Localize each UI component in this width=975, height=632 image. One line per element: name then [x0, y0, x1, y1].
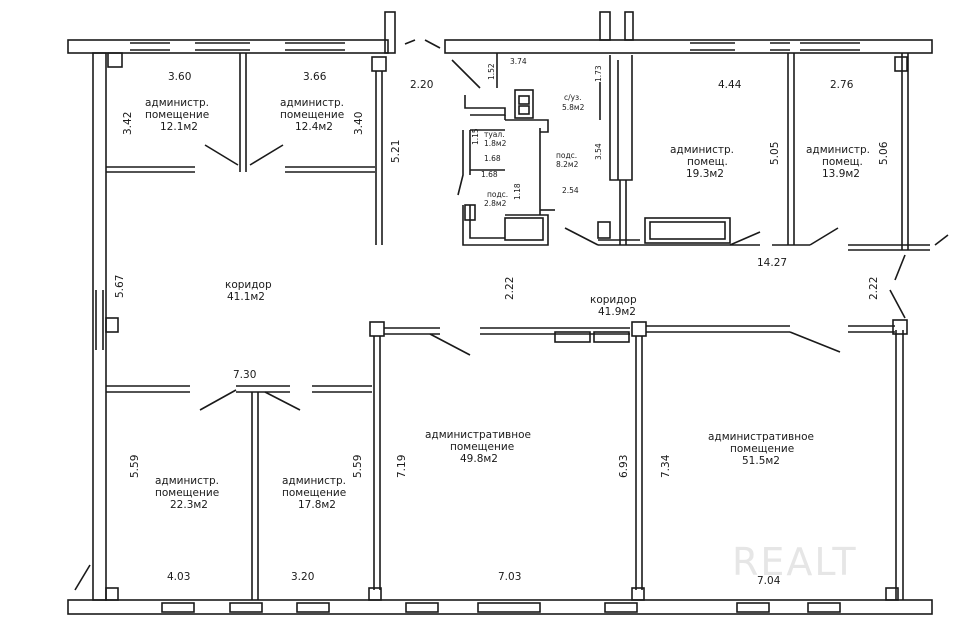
dim-360: 3.60 [168, 71, 191, 83]
office-c-line1: администр. [670, 144, 734, 156]
wc-big-area: 5.8м2 [562, 103, 585, 112]
dim-704: 7.04 [757, 575, 781, 587]
corridor-left-area: 41.1м2 [227, 291, 265, 303]
utility-big-area: 8.2м2 [556, 160, 579, 169]
dim-254: 2.54 [562, 186, 579, 195]
dim-505: 5.05 [769, 142, 781, 165]
dim-168a: 1.68 [484, 154, 501, 163]
dim-222a: 2.22 [504, 277, 516, 300]
office-h-area: 51.5м2 [742, 455, 780, 467]
left-wall [92, 52, 107, 601]
utility-big-line1: подс. [556, 151, 577, 160]
office-f-line1: администр. [282, 475, 346, 487]
office-d-area: 13.9м2 [822, 168, 860, 180]
office-a-line2: помещение [145, 109, 209, 121]
dim-366: 3.66 [303, 71, 327, 83]
dim-506: 5.06 [878, 141, 890, 165]
utility-small-area: 2.8м2 [484, 199, 507, 208]
office-c-line2: помещ. [687, 156, 728, 168]
office-d-line2: помещ. [822, 156, 863, 168]
office-g-area: 49.8м2 [460, 453, 498, 465]
bottom-wall [67, 599, 933, 615]
watermark: REALT [732, 540, 858, 584]
wc-small-area: 1.8м2 [484, 139, 507, 148]
dim-220: 2.20 [410, 79, 433, 91]
dim-559b: 5.59 [352, 455, 364, 478]
office-g-line1: административное [425, 429, 531, 441]
office-g-line2: помещение [450, 441, 514, 453]
utility-small-line1: подс. [487, 190, 508, 199]
office-b-line2: помещение [280, 109, 344, 121]
dim-374: 3.74 [510, 57, 527, 66]
office-b-area: 12.4м2 [295, 121, 333, 133]
dim-403: 4.03 [167, 571, 190, 583]
walls [67, 11, 949, 615]
dim-115: 1.15 [471, 128, 480, 145]
office-a-area: 12.1м2 [160, 121, 198, 133]
office-f-line2: помещение [282, 487, 346, 499]
office-h-line1: административное [708, 431, 814, 443]
dim-340: 3.40 [353, 112, 365, 135]
corridor-right-area: 41.9м2 [598, 306, 636, 318]
dim-719: 7.19 [396, 455, 408, 478]
dimension-labels: 3.60 3.66 2.20 3.74 4.44 2.76 3.42 3.40 … [114, 57, 890, 587]
top-wall-right [444, 39, 933, 54]
top-wall-left [67, 39, 389, 54]
dim-521: 5.21 [390, 140, 402, 163]
dim-703: 7.03 [498, 571, 521, 583]
dim-354: 3.54 [594, 143, 603, 160]
office-e-line2: помещение [155, 487, 219, 499]
office-b-line1: администр. [280, 97, 344, 109]
office-a-line1: администр. [145, 97, 209, 109]
room-labels: администр. помещение 12.1м2 администр. п… [145, 93, 870, 511]
dim-173: 1.73 [594, 65, 603, 82]
wc-big-line1: с/уз. [564, 93, 581, 102]
dim-444: 4.44 [718, 79, 742, 91]
office-c-area: 19.3м2 [686, 168, 724, 180]
dim-320: 3.20 [291, 571, 314, 583]
office-h-line2: помещение [730, 443, 794, 455]
dim-693: 6.93 [618, 455, 630, 478]
corridor-left-line1: коридор [225, 279, 272, 291]
corridor-right-line1: коридор [590, 294, 637, 306]
office-f-area: 17.8м2 [298, 499, 336, 511]
office-e-line1: администр. [155, 475, 219, 487]
office-d-line1: администр. [806, 144, 870, 156]
dim-734: 7.34 [660, 454, 672, 478]
dim-567: 5.67 [114, 275, 126, 298]
dim-222b: 2.22 [868, 277, 880, 300]
dim-559a: 5.59 [129, 455, 141, 478]
dim-152: 1.52 [487, 63, 496, 80]
office-e-area: 22.3м2 [170, 499, 208, 511]
dim-276: 2.76 [830, 79, 854, 91]
dim-730: 7.30 [233, 369, 256, 381]
dim-1427: 14.27 [757, 257, 787, 269]
dim-118: 1.18 [513, 183, 522, 200]
dim-342: 3.42 [122, 112, 134, 135]
dim-168b: 1.68 [481, 170, 498, 179]
wc-small-line1: туал. [484, 130, 505, 139]
